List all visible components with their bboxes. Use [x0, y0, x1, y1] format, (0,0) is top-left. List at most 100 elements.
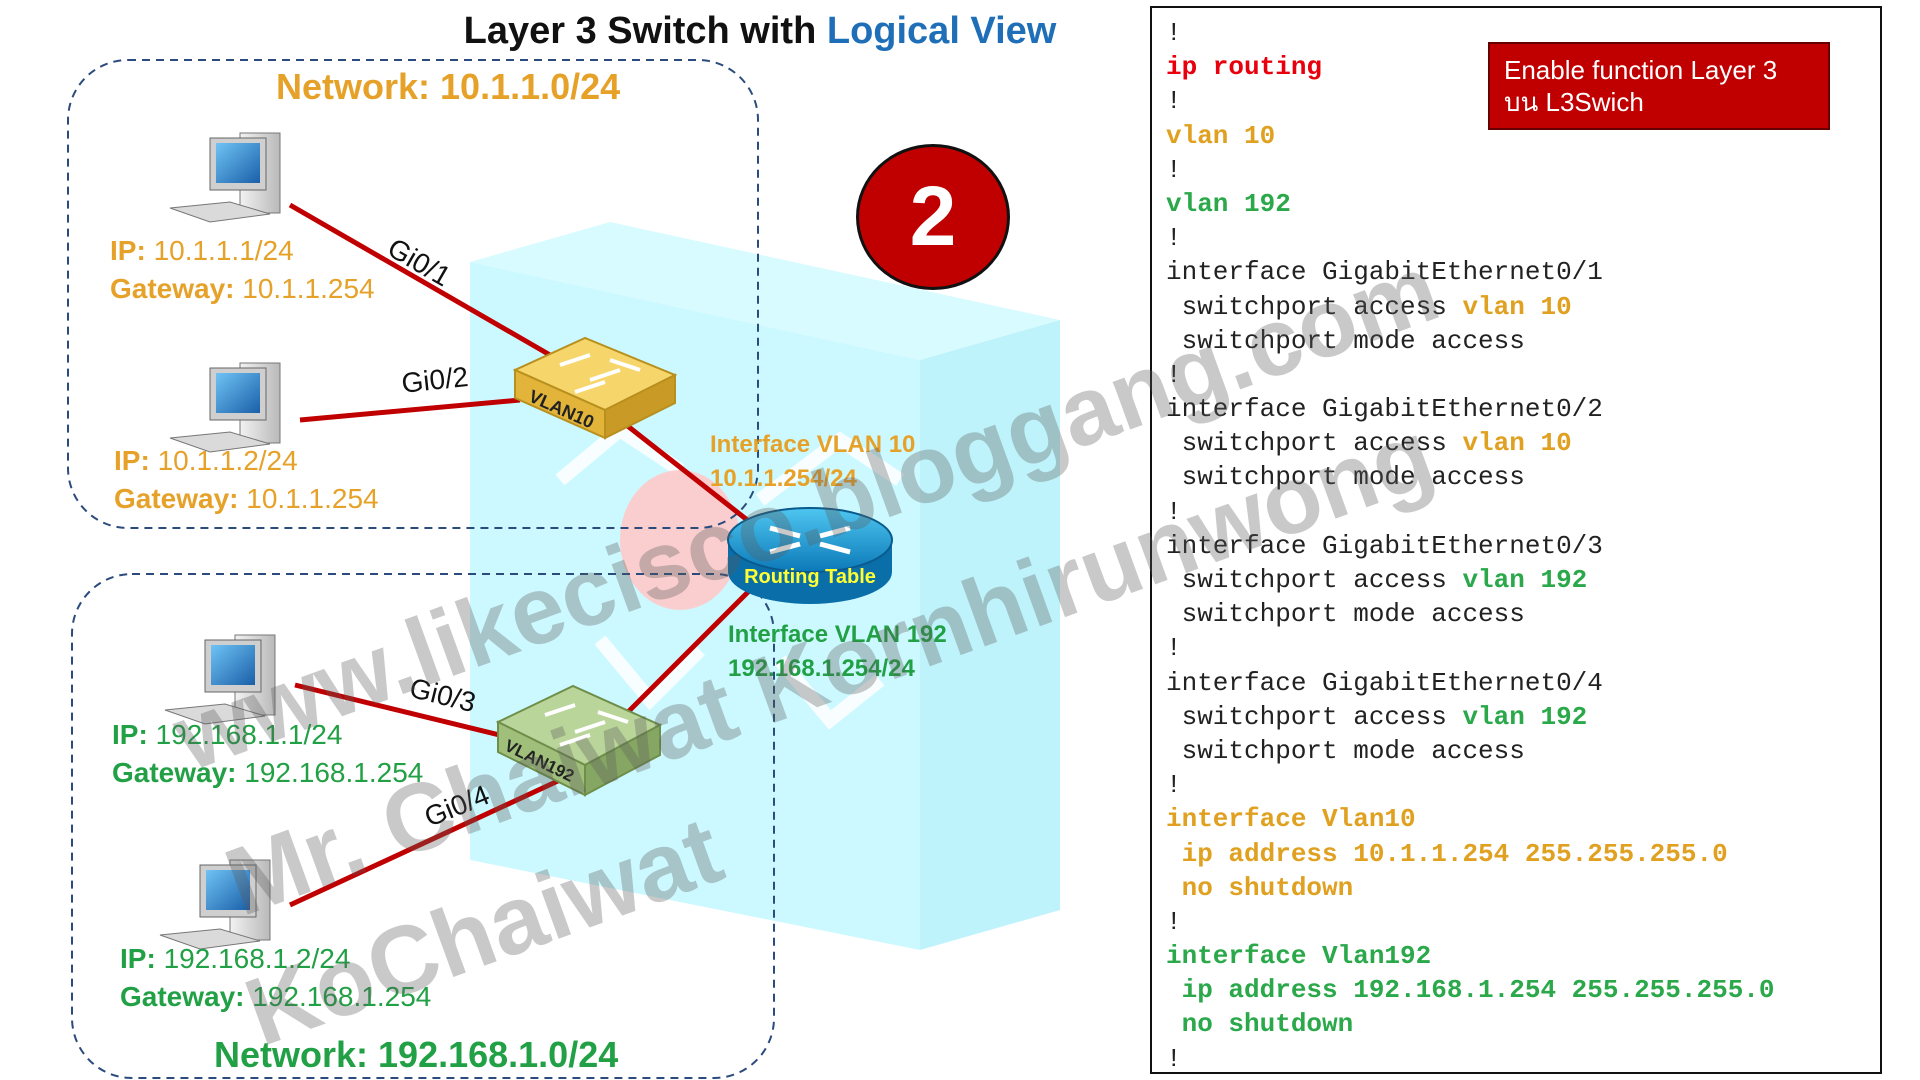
config-line: !	[1166, 631, 1775, 665]
config-line: switchport mode access	[1166, 734, 1775, 768]
config-token: vlan 192	[1462, 701, 1588, 732]
config-token: switchport mode access	[1166, 599, 1525, 630]
config-token: !	[1166, 633, 1182, 664]
config-panel: !ip routing!vlan 10!vlan 192!interface G…	[1150, 6, 1882, 1074]
switch-vlan10-icon	[512, 336, 678, 440]
config-line: !	[1166, 495, 1775, 529]
pc-icon	[169, 362, 281, 453]
config-token: switchport mode access	[1166, 735, 1525, 766]
gateway-value: 192.168.1.254	[252, 981, 432, 1012]
pc-icon	[169, 132, 281, 223]
callout-box: Enable function Layer 3 บน L3Swich	[1488, 42, 1830, 130]
config-line: no shutdown	[1166, 871, 1775, 905]
config-line: interface Vlan10	[1166, 802, 1775, 836]
config-line: no shutdown	[1166, 1007, 1775, 1041]
config-token: vlan 10	[1166, 120, 1276, 151]
config-line: ip address 10.1.1.254 255.255.255.0	[1166, 837, 1775, 871]
config-line: vlan 192	[1166, 187, 1775, 221]
router-label: Routing Table	[744, 566, 876, 588]
config-token: no shutdown	[1166, 1009, 1354, 1040]
config-token: !	[1166, 359, 1182, 390]
config-line: interface GigabitEthernet0/3	[1166, 529, 1775, 563]
config-token: !	[1166, 770, 1182, 801]
ip-key: IP:	[112, 719, 148, 750]
link-sw10-router	[618, 418, 762, 532]
topology-svg	[67, 59, 1060, 1079]
link-pc3-sw192	[294, 682, 521, 743]
gateway-value: 10.1.1.254	[246, 483, 379, 514]
config-line: interface Vlan192	[1166, 939, 1775, 973]
config-token: !	[1166, 86, 1182, 117]
ip-value: 192.168.1.1/24	[155, 719, 343, 750]
interface-vlan10-name: Interface VLAN 10	[710, 431, 916, 458]
config-line: !	[1166, 1042, 1775, 1076]
ip-value: 10.1.1.2/24	[157, 445, 298, 476]
interface-vlan192-name: Interface VLAN 192	[728, 621, 947, 648]
config-token: switchport access	[1166, 701, 1463, 732]
config-token: vlan 192	[1166, 188, 1291, 219]
config-line: !	[1166, 221, 1775, 255]
config-line: interface GigabitEthernet0/4	[1166, 666, 1775, 700]
gateway-value: 10.1.1.254	[242, 273, 375, 304]
interface-vlan10-addr: 10.1.1.254/24	[710, 465, 857, 492]
config-line: switchport mode access	[1166, 597, 1775, 631]
config-line: switchport access vlan 192	[1166, 700, 1775, 734]
ip-value: 192.168.1.2/24	[163, 943, 351, 974]
step-number-badge: 2	[856, 144, 1010, 290]
host-label-pc2: IP: 10.1.1.2/24 Gateway: 10.1.1.254	[114, 442, 379, 518]
host-label-pc1: IP: 10.1.1.1/24 Gateway: 10.1.1.254	[110, 232, 375, 308]
host-label-pc3: IP: 192.168.1.1/24 Gateway: 192.168.1.25…	[112, 716, 423, 792]
config-token: interface GigabitEthernet0/3	[1166, 530, 1603, 561]
router-icon	[727, 507, 893, 604]
network-label-bottom: Network: 192.168.1.0/24	[214, 1034, 619, 1075]
config-line: vlan 10	[1166, 119, 1775, 153]
links	[288, 202, 762, 908]
config-token: interface Vlan192	[1166, 941, 1432, 972]
config-line: switchport mode access	[1166, 460, 1775, 494]
gateway-key: Gateway:	[110, 273, 235, 304]
config-token: !	[1166, 18, 1182, 48]
config-token: switchport access	[1166, 428, 1463, 459]
config-line: !	[1166, 153, 1775, 187]
config-token: interface Vlan10	[1166, 804, 1416, 835]
ip-key: IP:	[110, 235, 146, 266]
pc-icon	[159, 859, 271, 950]
config-token: switchport mode access	[1166, 325, 1525, 356]
config-token: ip address 10.1.1.254 255.255.255.0	[1166, 838, 1728, 869]
pc-icon	[164, 634, 276, 725]
gateway-key: Gateway:	[120, 981, 245, 1012]
config-token: vlan 192	[1462, 565, 1588, 595]
config-token: !	[1166, 496, 1182, 527]
title-prefix: Layer 3 Switch with	[463, 10, 817, 52]
link-router-sw192	[623, 578, 762, 717]
config-token: switchport access	[1166, 565, 1463, 595]
link-pc1-sw10	[288, 202, 552, 358]
gateway-key: Gateway:	[112, 757, 237, 788]
link-pc4-sw192	[288, 777, 562, 908]
config-line: interface GigabitEthernet0/1	[1166, 255, 1775, 289]
gateway-key: Gateway:	[114, 483, 239, 514]
config-line: switchport mode access	[1166, 324, 1775, 358]
network-box-bottom	[71, 573, 775, 1079]
switch-vlan192-icon	[495, 684, 663, 797]
config-line: interface GigabitEthernet0/2	[1166, 392, 1775, 426]
config-token: no shutdown	[1166, 872, 1354, 903]
config-token: !	[1166, 154, 1182, 185]
config-token: interface GigabitEthernet0/4	[1166, 667, 1603, 698]
ip-key: IP:	[120, 943, 156, 974]
config-token: !	[1166, 223, 1182, 254]
network-label-top: Network: 10.1.1.0/24	[276, 66, 621, 107]
config-token: !	[1166, 1043, 1182, 1074]
interface-vlan192-addr: 192.168.1.254/24	[728, 655, 915, 682]
config-token: vlan 10	[1462, 428, 1572, 459]
title-highlight: Logical View	[826, 10, 1057, 52]
config-token: switchport access	[1166, 291, 1463, 322]
ip-value: 10.1.1.1/24	[153, 235, 294, 266]
config-token: interface GigabitEthernet0/1	[1166, 257, 1603, 288]
config-token: vlan 10	[1462, 291, 1572, 322]
config-token: switchport mode access	[1166, 462, 1525, 493]
network-box-top	[67, 59, 759, 529]
config-line: !	[1166, 16, 1775, 50]
config-token: interface GigabitEthernet0/2	[1166, 394, 1603, 425]
config-line: switchport access vlan 10	[1166, 290, 1775, 324]
